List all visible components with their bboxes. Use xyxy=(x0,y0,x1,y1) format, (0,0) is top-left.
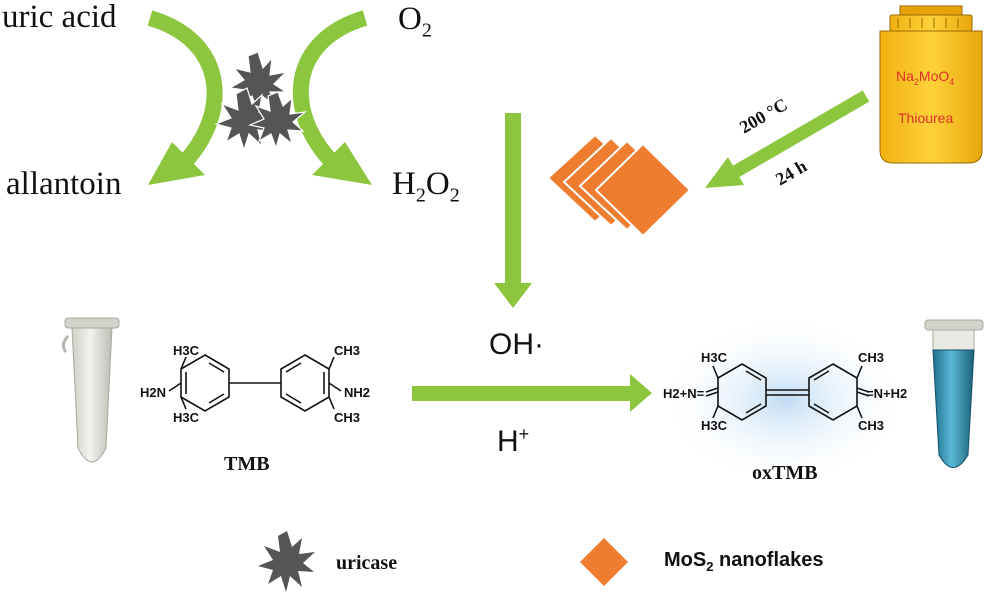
reagent-sodium-molybdate: Na2MoO4 xyxy=(896,68,955,87)
mos2-nanoflakes-stack xyxy=(546,133,692,238)
o2-label: O2 xyxy=(398,1,432,42)
h2o2-to-tmb-arrow xyxy=(494,113,532,308)
tmb-amine-left: H2N xyxy=(140,385,167,400)
allantoin-label: allantoin xyxy=(6,166,122,202)
hydroxyl-radical-label: OH· xyxy=(489,328,544,361)
mos2-legend-icon xyxy=(580,538,628,586)
oxtmb-caption: oxTMB xyxy=(752,462,818,484)
oxtmb-methyl-top-left: H3C xyxy=(701,350,728,365)
h2o2-label: H2O2 xyxy=(392,166,460,207)
oxtmb-iminium-left: H2+N= xyxy=(663,386,705,401)
legend-mos2-label: MoS2 nanoflakes xyxy=(664,549,824,574)
reagent-thiourea: Thiourea xyxy=(898,110,954,126)
tmb-amine-right: NH2 xyxy=(344,385,371,400)
tmb-to-oxtmb-arrow xyxy=(412,374,652,412)
oxtmb-iminium-right: =N+H2 xyxy=(866,386,908,401)
uric-acid-to-allantoin-arrow xyxy=(147,10,223,185)
uricase-legend-icon xyxy=(258,531,315,592)
uricase-enzyme-icon xyxy=(214,51,307,153)
oxtmb-methyl-top-right: CH3 xyxy=(858,350,885,365)
blue-tube-icon xyxy=(924,319,984,468)
oxtmb-structure xyxy=(705,363,870,421)
tmb-structure xyxy=(168,354,342,412)
oxtmb-methyl-bottom-right: CH3 xyxy=(858,418,885,433)
oxtmb-methyl-bottom-left: H3C xyxy=(701,418,728,433)
o2-to-h2o2-arrow xyxy=(292,10,372,185)
tmb-methyl-bottom-right: CH3 xyxy=(334,410,361,425)
oxtmb-blue-glow xyxy=(660,315,910,485)
tmb-methyl-top-right: CH3 xyxy=(334,343,361,358)
colorless-tube-icon xyxy=(61,317,120,463)
synthesis-arrow xyxy=(705,90,870,188)
tmb-methyl-top-left: H3C xyxy=(173,343,200,358)
tmb-methyl-bottom-left: H3C xyxy=(173,410,200,425)
legend-uricase-label: uricase xyxy=(336,552,398,574)
autoclave-vessel-icon xyxy=(879,5,983,164)
proton-label: H+ xyxy=(497,424,530,458)
uric-acid-label: uric acid xyxy=(2,0,117,35)
tmb-caption: TMB xyxy=(224,453,270,475)
